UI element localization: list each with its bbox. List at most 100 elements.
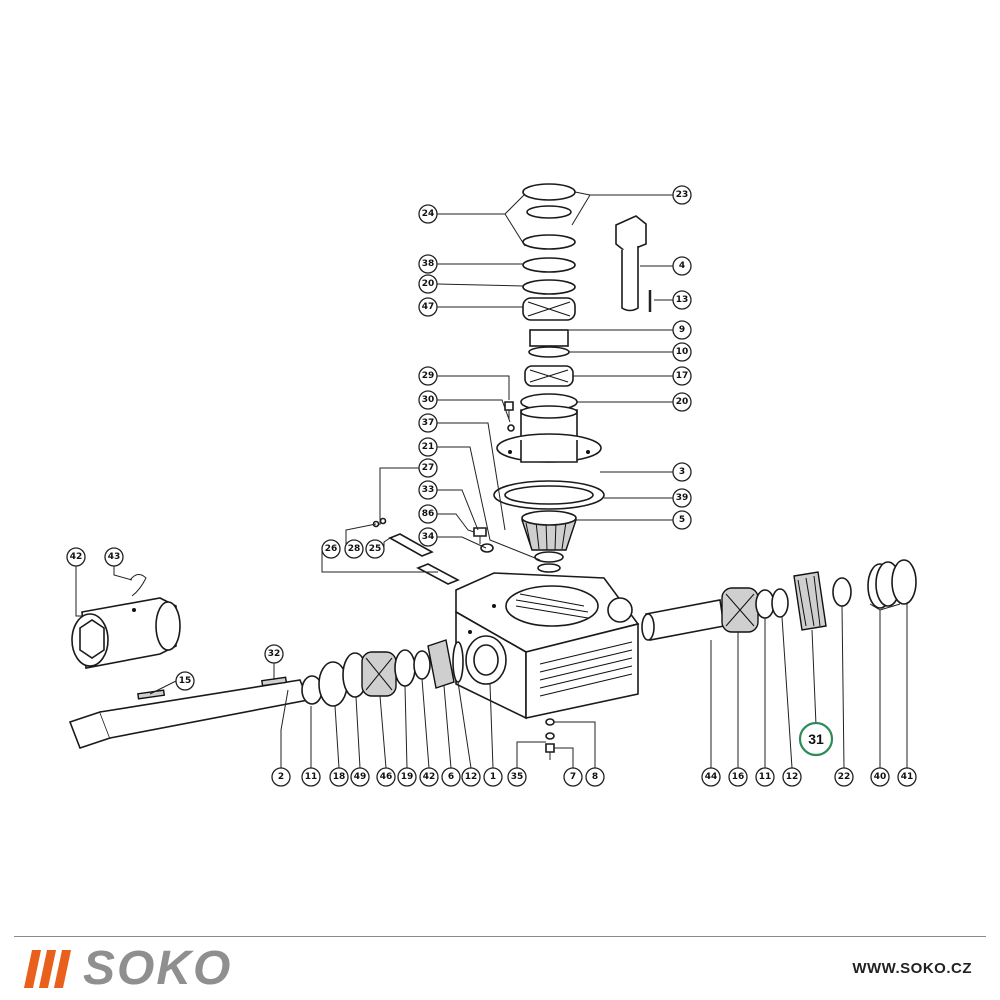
callout-22: 22 <box>834 767 854 787</box>
callout-49: 49 <box>350 767 370 787</box>
svg-text:49: 49 <box>354 772 367 782</box>
svg-text:10: 10 <box>676 347 689 357</box>
callout-41: 41 <box>897 767 917 787</box>
svg-text:38: 38 <box>422 259 435 269</box>
svg-text:6: 6 <box>448 772 454 782</box>
svg-text:23: 23 <box>676 190 689 200</box>
svg-text:5: 5 <box>679 515 685 525</box>
callout-16: 16 <box>728 767 748 787</box>
callout-34: 34 <box>418 527 438 547</box>
svg-text:31: 31 <box>808 731 824 747</box>
svg-text:19: 19 <box>401 772 414 782</box>
callout-28: 28 <box>344 539 364 559</box>
callout-40: 40 <box>870 767 890 787</box>
svg-text:46: 46 <box>380 772 393 782</box>
svg-text:44: 44 <box>705 772 718 782</box>
callout-19: 19 <box>397 767 417 787</box>
svg-text:43: 43 <box>108 552 121 562</box>
website-url: WWW.SOKO.CZ <box>852 960 972 977</box>
svg-text:42: 42 <box>70 552 83 562</box>
svg-text:11: 11 <box>759 772 772 782</box>
callout-25: 25 <box>365 539 385 559</box>
brand-bars-icon <box>23 950 72 988</box>
callout-47: 47 <box>418 297 438 317</box>
callout-23: 23 <box>672 185 692 205</box>
callout-39: 39 <box>672 488 692 508</box>
callout-21: 21 <box>418 437 438 457</box>
svg-text:17: 17 <box>676 371 689 381</box>
callout-31-highlighted: 31 <box>798 721 834 757</box>
svg-text:21: 21 <box>422 442 435 452</box>
callout-26: 26 <box>321 539 341 559</box>
callout-44: 44 <box>701 767 721 787</box>
callout-12b: 12 <box>782 767 802 787</box>
callout-27: 27 <box>418 458 438 478</box>
brand-name: SOKO <box>83 942 233 995</box>
bottom-screws <box>545 718 555 760</box>
svg-text:86: 86 <box>422 509 435 519</box>
leader-lines <box>75 191 908 769</box>
callout-3: 3 <box>672 462 692 482</box>
svg-text:40: 40 <box>874 772 887 782</box>
callout-7: 7 <box>563 767 583 787</box>
svg-text:35: 35 <box>511 772 524 782</box>
svg-text:2: 2 <box>278 772 284 782</box>
svg-text:13: 13 <box>676 295 689 305</box>
svg-text:4: 4 <box>679 261 685 271</box>
top-stack <box>493 183 605 573</box>
svg-text:47: 47 <box>422 302 435 312</box>
callout-1: 1 <box>483 767 503 787</box>
svg-text:18: 18 <box>333 772 346 782</box>
callout-18: 18 <box>329 767 349 787</box>
brand-logo: SOKO <box>23 942 233 995</box>
coupling-sleeve <box>71 574 181 669</box>
callout-4: 4 <box>672 256 692 276</box>
svg-text:37: 37 <box>422 418 435 428</box>
callout-11b: 11 <box>755 767 775 787</box>
svg-text:9: 9 <box>679 325 685 335</box>
svg-text:24: 24 <box>422 209 435 219</box>
callout-17: 17 <box>672 366 692 386</box>
bolt-and-pin <box>615 215 652 312</box>
callout-5: 5 <box>672 510 692 530</box>
callout-20b: 20 <box>672 392 692 412</box>
callout-10: 10 <box>672 342 692 362</box>
svg-text:27: 27 <box>422 463 435 473</box>
svg-text:3: 3 <box>679 467 685 477</box>
svg-text:34: 34 <box>422 532 435 542</box>
callout-38: 38 <box>418 254 438 274</box>
callouts: 24 23 4 38 20 47 13 9 10 17 20 29 30 37 … <box>66 185 917 787</box>
callout-2: 2 <box>271 767 291 787</box>
callout-29: 29 <box>418 366 438 386</box>
callout-30: 30 <box>418 390 438 410</box>
callout-12a: 12 <box>461 767 481 787</box>
left-shaft-assembly <box>68 639 464 750</box>
svg-text:8: 8 <box>592 772 598 782</box>
right-shaft-assembly <box>641 559 917 641</box>
svg-text:15: 15 <box>179 676 192 686</box>
callout-24: 24 <box>418 204 438 224</box>
callout-32: 32 <box>264 644 284 664</box>
small-hardware <box>372 401 515 585</box>
svg-text:30: 30 <box>422 395 435 405</box>
callout-11a: 11 <box>301 767 321 787</box>
svg-text:20: 20 <box>676 397 689 407</box>
svg-text:22: 22 <box>838 772 851 782</box>
svg-text:7: 7 <box>570 772 576 782</box>
callout-35: 35 <box>507 767 527 787</box>
callout-6: 6 <box>441 767 461 787</box>
callout-9: 9 <box>672 320 692 340</box>
callout-46: 46 <box>376 767 396 787</box>
svg-text:1: 1 <box>490 772 496 782</box>
callout-15: 15 <box>175 671 195 691</box>
callout-86: 86 <box>418 504 438 524</box>
callout-42b: 42 <box>419 767 439 787</box>
svg-text:32: 32 <box>268 649 281 659</box>
svg-text:11: 11 <box>305 772 318 782</box>
svg-text:29: 29 <box>422 371 435 381</box>
svg-text:12: 12 <box>465 772 478 782</box>
svg-text:42: 42 <box>423 772 436 782</box>
svg-text:12: 12 <box>786 772 799 782</box>
svg-text:20: 20 <box>422 279 435 289</box>
